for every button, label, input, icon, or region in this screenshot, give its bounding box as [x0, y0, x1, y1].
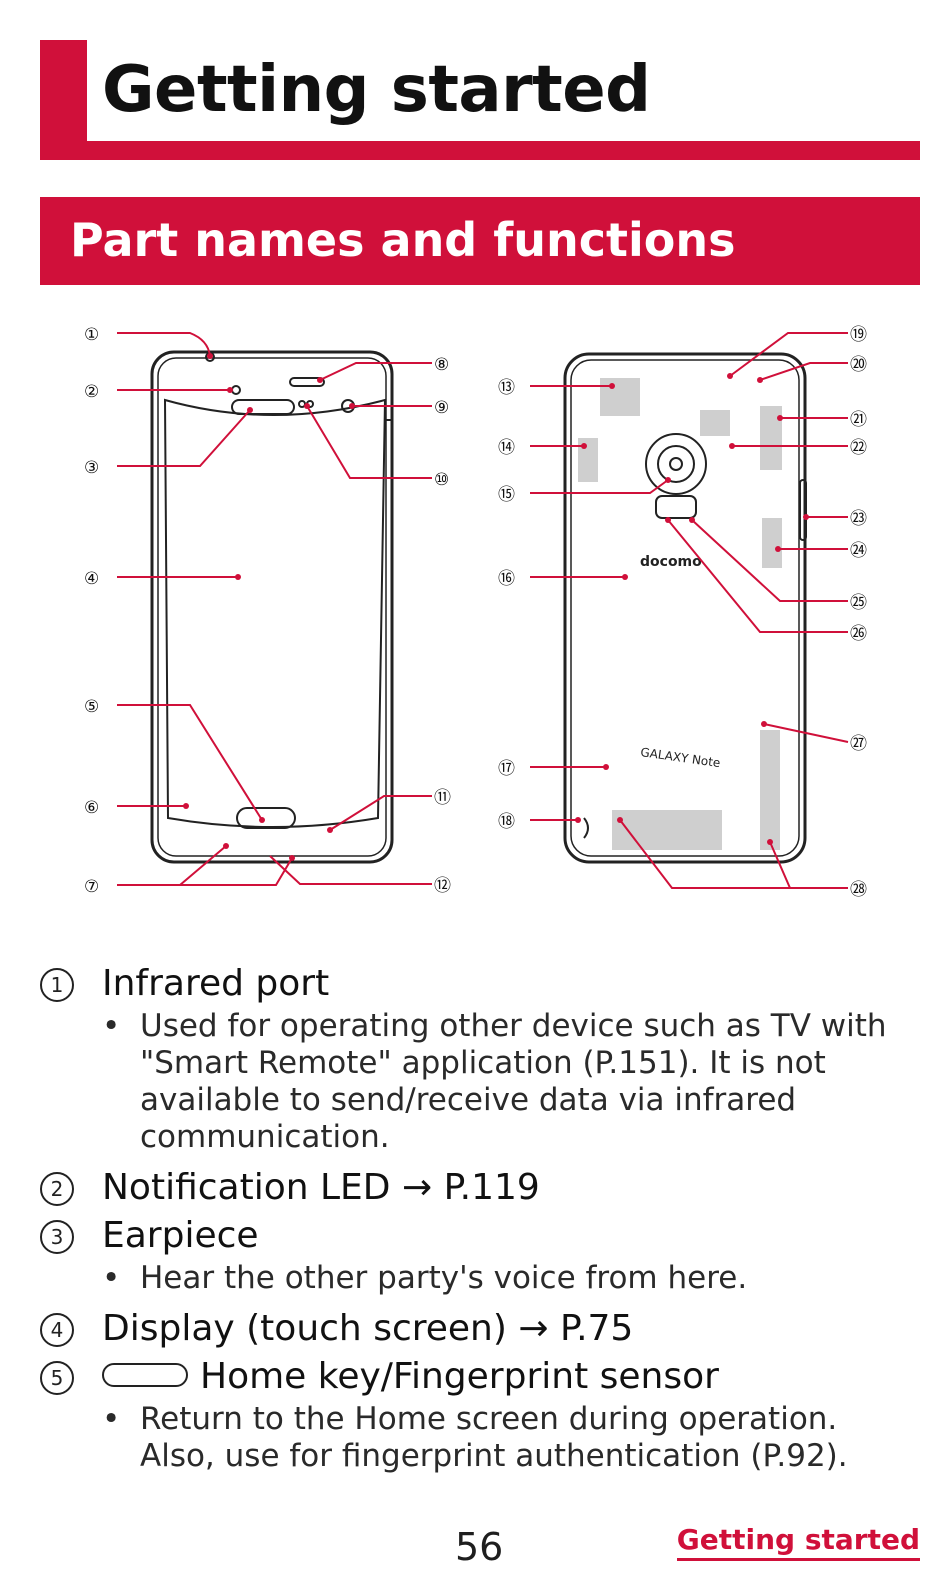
- item-title: Display (touch screen) → P.75: [102, 1308, 634, 1349]
- callout-12: ⑫: [434, 876, 451, 896]
- item-title: Earpiece: [102, 1215, 259, 1256]
- leader-lines: [117, 332, 849, 889]
- chapter-title: Getting started: [102, 53, 651, 127]
- callout-23: ㉓: [850, 509, 867, 529]
- leader-dots: [183, 353, 809, 861]
- callout-24: ㉔: [850, 541, 867, 561]
- home-key-icon: [102, 1363, 188, 1387]
- part-item-3: 3 Earpiece •Hear the other party's voice…: [40, 1212, 920, 1297]
- callout-22: ㉒: [850, 438, 867, 458]
- part-list: 1 Infrared port •Used for operating othe…: [40, 960, 920, 1483]
- front-phone: [150, 350, 394, 864]
- back-phone: [563, 352, 807, 864]
- callout-19: ⑲: [850, 325, 867, 345]
- item-title: Notification LED → P.119: [102, 1167, 540, 1208]
- callout-11: ⑪: [434, 788, 451, 808]
- callout-16: ⑯: [498, 569, 515, 589]
- callout-5: ⑤: [84, 697, 99, 717]
- bullet-icon: •: [102, 1260, 121, 1296]
- chapter-rule: [40, 141, 920, 160]
- phone-diagram: docomo GALAXY Note: [84, 325, 867, 900]
- item-number: 1: [40, 968, 74, 1002]
- bullet-icon: •: [102, 1008, 121, 1044]
- callout-numbers: ① ② ③ ④ ⑤ ⑥ ⑦ ⑧ ⑨ ⑩ ⑪ ⑫ ⑬ ⑭ ⑮ ⑯ ⑰ ⑱ ⑲ ⑳ …: [84, 325, 867, 900]
- page-number: 56: [455, 1525, 504, 1569]
- callout-6: ⑥: [84, 798, 99, 818]
- part-item-5: 5 Home key/Fingerprint sensor •Return to…: [40, 1353, 920, 1475]
- part-item-2: 2 Notification LED → P.119: [40, 1164, 920, 1212]
- callout-10: ⑩: [434, 470, 449, 490]
- callout-8: ⑧: [434, 355, 449, 375]
- callout-3: ③: [84, 458, 99, 478]
- bullet-icon: •: [102, 1401, 121, 1437]
- item-number: 3: [40, 1220, 74, 1254]
- callout-14: ⑭: [498, 438, 515, 458]
- callout-15: ⑮: [498, 485, 515, 505]
- callout-4: ④: [84, 569, 99, 589]
- callout-25: ㉕: [850, 593, 867, 613]
- chapter-footer-link[interactable]: Getting started: [676, 1522, 920, 1561]
- antenna-zones: [578, 378, 782, 850]
- back-brand-text: docomo: [640, 554, 702, 570]
- callout-26: ㉖: [850, 624, 867, 644]
- callout-18: ⑱: [498, 812, 515, 832]
- item-description: •Used for operating other device such as…: [102, 1008, 887, 1155]
- item-number: 5: [40, 1361, 74, 1395]
- item-title: Home key/Fingerprint sensor: [200, 1356, 719, 1397]
- item-description: •Hear the other party's voice from here.: [102, 1260, 748, 1296]
- callout-20: ⑳: [850, 355, 867, 375]
- callout-13: ⑬: [498, 378, 515, 398]
- section-title: Part names and functions: [70, 213, 736, 267]
- part-item-1: 1 Infrared port •Used for operating othe…: [40, 960, 920, 1156]
- callout-21: ㉑: [850, 410, 867, 430]
- callout-7: ⑦: [84, 877, 99, 897]
- chapter-accent-bar: [40, 40, 87, 160]
- item-number: 4: [40, 1313, 74, 1347]
- callout-28: ㉘: [850, 880, 867, 900]
- callout-27: ㉗: [850, 734, 867, 754]
- item-title-row: Home key/Fingerprint sensor: [102, 1353, 920, 1401]
- callout-17: ⑰: [498, 759, 515, 779]
- callout-9: ⑨: [434, 398, 449, 418]
- part-item-4: 4 Display (touch screen) → P.75: [40, 1305, 920, 1353]
- section-banner: Part names and functions: [40, 197, 920, 285]
- item-title: Infrared port: [102, 963, 330, 1004]
- callout-1: ①: [84, 325, 99, 345]
- callout-2: ②: [84, 382, 99, 402]
- item-number: 2: [40, 1172, 74, 1206]
- item-description: •Return to the Home screen during operat…: [102, 1401, 848, 1474]
